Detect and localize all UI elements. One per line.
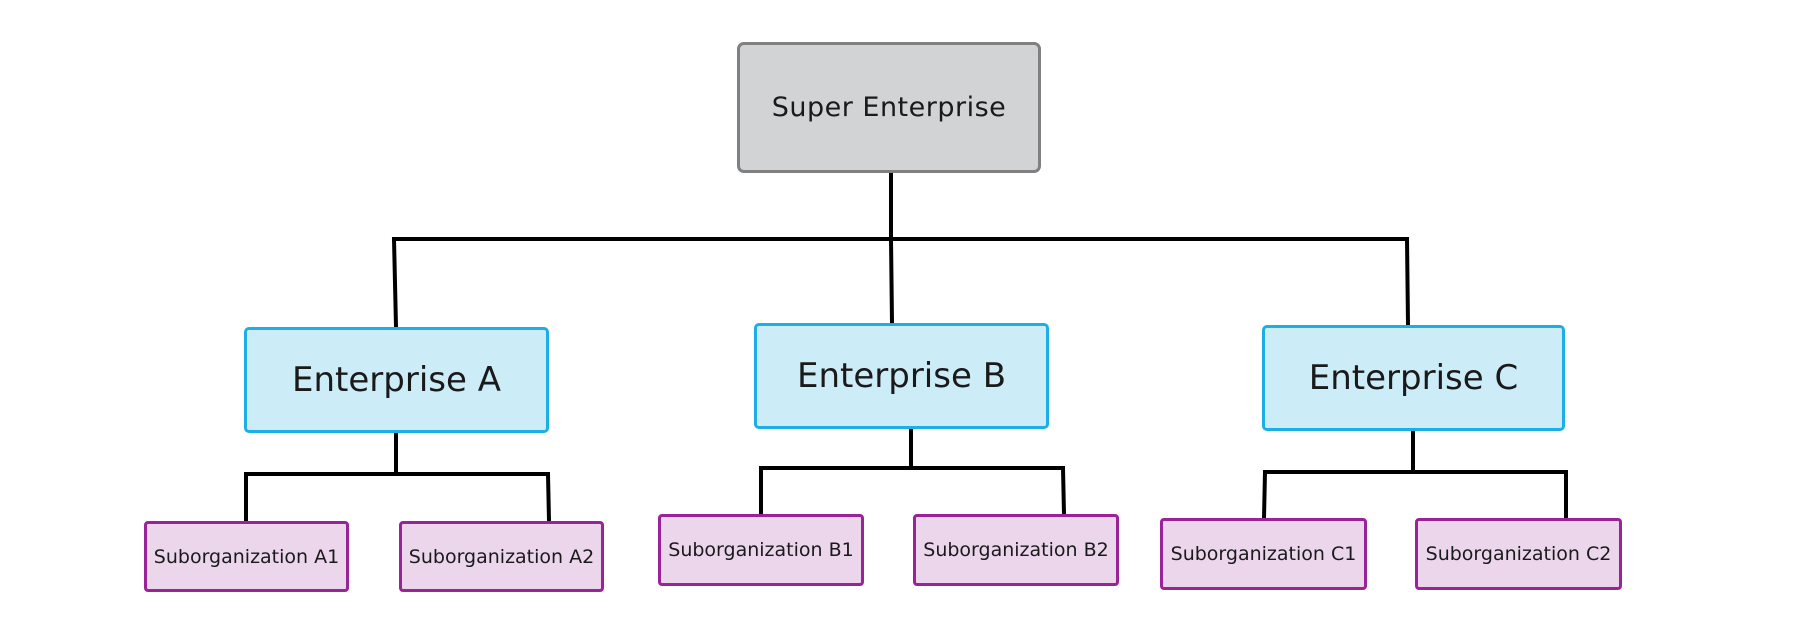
node-suborganization-a1: Suborganization A1 <box>144 521 349 592</box>
node-enterprise-b: Enterprise B <box>754 323 1049 429</box>
node-suborganization-b1: Suborganization B1 <box>658 514 864 586</box>
connector-to-enterprise-b <box>888 236 895 326</box>
connector-to-sub-a2 <box>545 471 552 524</box>
node-label: Suborganization C1 <box>1170 543 1357 565</box>
node-label: Suborganization B1 <box>668 539 854 561</box>
node-suborganization-a2: Suborganization A2 <box>399 521 604 592</box>
node-super-enterprise: Super Enterprise <box>737 42 1041 173</box>
connector-to-enterprise-c <box>1404 236 1411 328</box>
node-label: Suborganization B2 <box>923 539 1109 561</box>
node-label: Enterprise B <box>796 356 1007 396</box>
node-suborganization-c1: Suborganization C1 <box>1160 518 1367 590</box>
node-label: Enterprise A <box>292 360 501 400</box>
node-label: Super Enterprise <box>771 92 1007 123</box>
connector-to-sub-b2 <box>1060 465 1067 517</box>
node-enterprise-c: Enterprise C <box>1262 325 1565 431</box>
node-label: Enterprise C <box>1308 358 1519 398</box>
node-label: Suborganization C2 <box>1425 543 1612 565</box>
node-label: Suborganization A2 <box>408 545 595 568</box>
connector-to-enterprise-a <box>391 236 399 330</box>
connector-to-sub-c1 <box>1261 469 1268 521</box>
node-suborganization-c2: Suborganization C2 <box>1415 518 1622 590</box>
node-suborganization-b2: Suborganization B2 <box>913 514 1119 586</box>
node-label: Suborganization A1 <box>153 545 340 568</box>
node-enterprise-a: Enterprise A <box>244 327 549 433</box>
